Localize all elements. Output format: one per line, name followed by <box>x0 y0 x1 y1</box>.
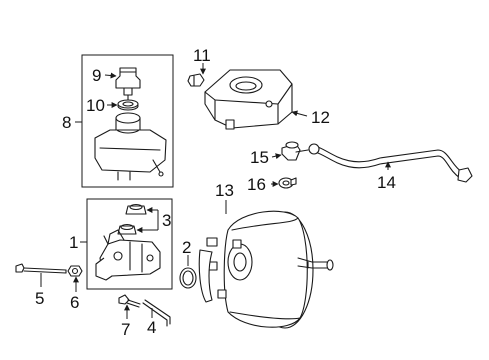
reservoir-cap <box>115 67 141 101</box>
booster-seal <box>179 267 197 289</box>
callout-14: 14 <box>377 173 396 192</box>
reservoir-seal <box>117 99 139 111</box>
clip-fastener <box>187 73 205 87</box>
callout-12: 12 <box>311 108 330 127</box>
callout-10: 10 <box>86 96 105 115</box>
nut <box>67 265 83 277</box>
callout-15: 15 <box>250 148 269 167</box>
master-cylinder <box>95 229 161 281</box>
vacuum-hose <box>308 143 473 183</box>
callout-8: 8 <box>62 113 71 132</box>
mounting-bolt <box>15 263 67 274</box>
leader-15 <box>271 153 282 160</box>
callout-4: 4 <box>147 318 156 337</box>
callout-3: 3 <box>162 211 171 230</box>
reservoir-body <box>94 112 167 181</box>
reservoir-group-box <box>81 54 174 188</box>
callout-6: 6 <box>70 293 79 312</box>
callout-13: 13 <box>215 181 234 200</box>
callout-9: 9 <box>92 66 101 85</box>
leader-9 <box>104 72 117 79</box>
retaining-pin <box>142 299 171 327</box>
hose-clamp <box>278 177 297 189</box>
callout-1: 1 <box>69 233 78 252</box>
vacuum-elbow <box>281 141 309 161</box>
callout-5: 5 <box>35 289 44 308</box>
master-cylinder-box <box>86 198 173 290</box>
brake-booster <box>198 210 334 329</box>
callout-2: 2 <box>182 238 191 257</box>
short-bolt <box>118 294 141 308</box>
callout-7: 7 <box>121 320 130 339</box>
master-cylinder-cover <box>204 69 293 130</box>
leader-12 <box>291 110 308 117</box>
callout-11: 11 <box>193 46 211 65</box>
callout-16: 16 <box>247 175 266 194</box>
